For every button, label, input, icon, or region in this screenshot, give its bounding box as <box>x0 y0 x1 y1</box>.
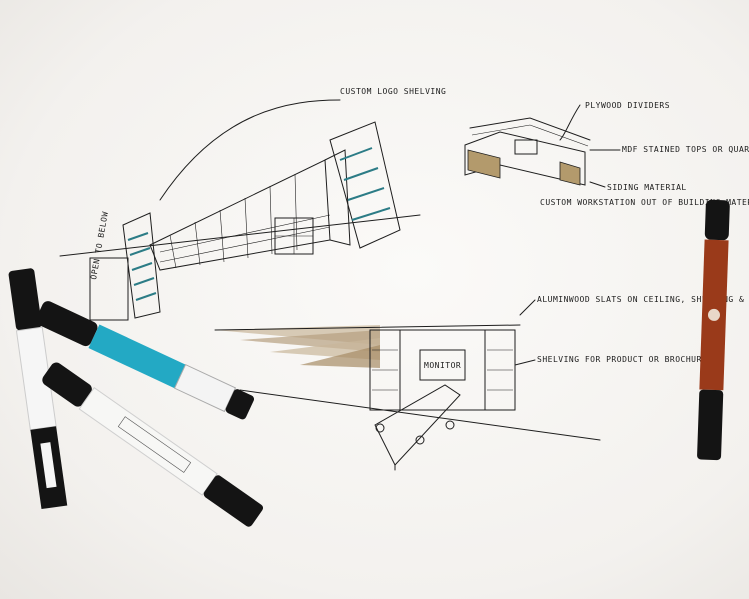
marker-teal <box>36 301 255 420</box>
monitor-note: MONITOR <box>424 361 461 370</box>
marker-rust <box>697 199 730 461</box>
custom-logo-note: CUSTOM LOGO SHELVING <box>340 87 446 96</box>
slats-note: ALUMINWOOD SLATS ON CEILING, SHELVING & … <box>537 295 749 304</box>
marker-white-diagonal <box>42 362 264 527</box>
tops-note: MDF STAINED TOPS OR QUARTZ TOPS <box>622 145 749 154</box>
sketch-monitor-wall: MONITOR ALUMINWOOD SLATS ON CEILING, SHE… <box>214 295 749 471</box>
dividers-note: PLYWOOD DIVIDERS <box>585 101 670 110</box>
sketch-workstation: PLYWOOD DIVIDERS MDF STAINED TOPS OR QUA… <box>464 101 749 207</box>
open-to-below-note: OPEN TO BELOW <box>89 211 110 281</box>
siding-note: SIDING MATERIAL <box>607 183 687 192</box>
marker-white-left <box>8 268 68 510</box>
workstation-note: CUSTOM WORKSTATION OUT OF BUILDING MATER… <box>540 198 749 207</box>
shelving-note: SHELVING FOR PRODUCT OR BROCHURES <box>537 355 712 364</box>
sketch-building: OPEN TO BELOW CUSTOM LOGO SHELVING <box>59 87 446 321</box>
